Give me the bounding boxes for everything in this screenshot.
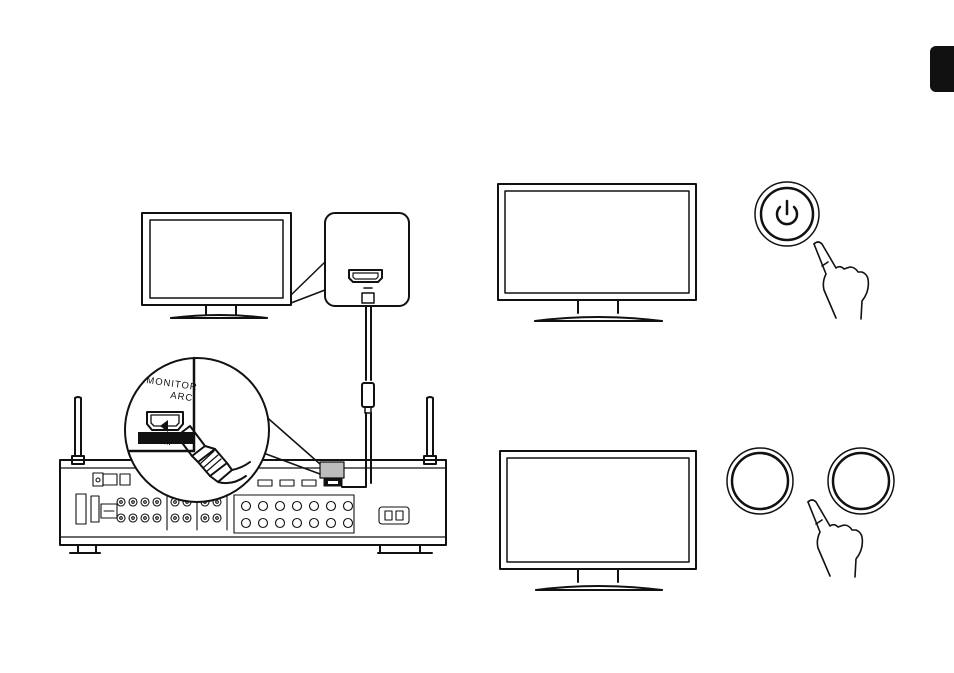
tv-small — [142, 213, 291, 318]
callout-line-tv — [291, 262, 325, 295]
receiver-hdmi-monitor-port — [320, 462, 344, 486]
pointing-hand-icon — [808, 500, 862, 577]
hdmi-plug-icon — [362, 288, 374, 303]
round-button-left — [727, 448, 793, 514]
hdmi-cable — [362, 306, 374, 478]
power-button — [755, 182, 819, 246]
antenna-right — [424, 397, 436, 464]
round-button-right — [828, 448, 894, 514]
pointing-hand-icon — [814, 242, 868, 319]
tv-large-bottom — [500, 451, 696, 590]
power-icon — [777, 201, 797, 224]
tv-large-top — [498, 184, 696, 321]
hdmi-port-icon — [349, 270, 382, 282]
antenna-left — [72, 397, 84, 464]
tv-hdmi-callout — [325, 213, 409, 306]
